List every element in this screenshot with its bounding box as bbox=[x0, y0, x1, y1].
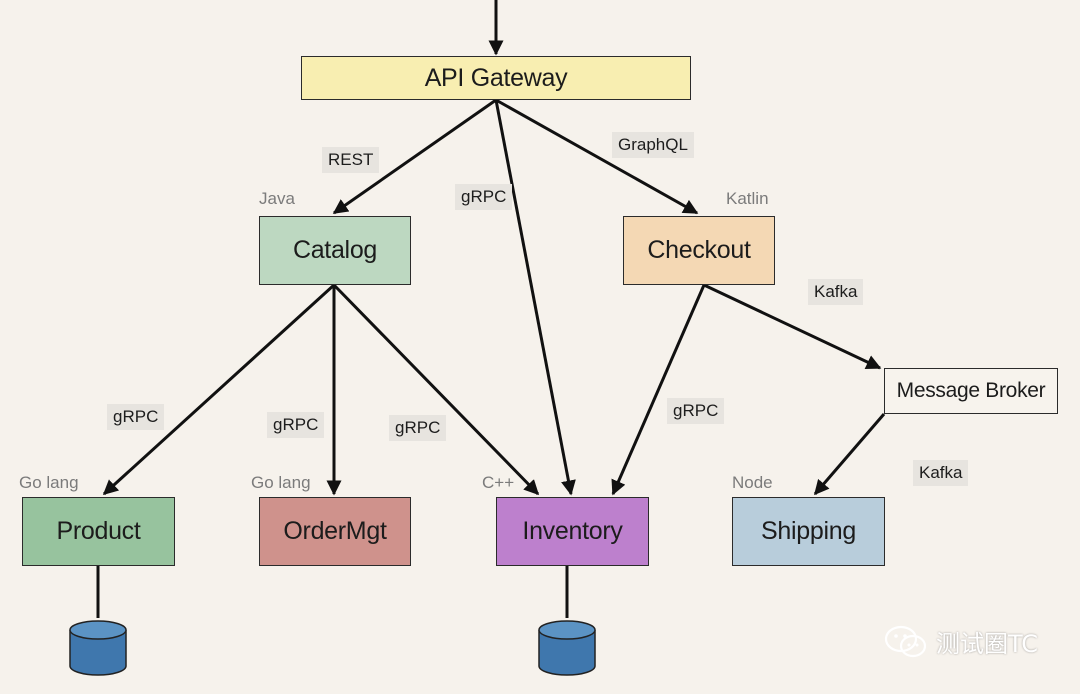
protocol-catalog-product: gRPC bbox=[107, 404, 165, 430]
node-product-label: Product bbox=[56, 517, 141, 545]
wechat-icon bbox=[884, 625, 927, 657]
node-checkout: Checkout bbox=[623, 216, 775, 285]
database-icon-product bbox=[69, 620, 127, 676]
node-inventory-label: Inventory bbox=[522, 517, 623, 545]
lang-checkout: Katlin bbox=[726, 189, 769, 208]
arrow-gateway-catalog bbox=[332, 98, 497, 215]
lang-product: Go lang bbox=[19, 473, 79, 492]
protocol-broker-shipping: Kafka bbox=[913, 460, 969, 486]
arrow-checkout-inventory bbox=[611, 284, 706, 496]
arrow-broker-shipping bbox=[813, 413, 886, 496]
database-icon-inventory bbox=[538, 620, 596, 676]
lang-shipping: Node bbox=[732, 473, 773, 492]
node-ordermgt-label: OrderMgt bbox=[283, 517, 387, 545]
lang-catalog: Java bbox=[259, 189, 295, 208]
node-inventory: Inventory bbox=[496, 497, 649, 566]
arrow-catalog-product bbox=[102, 283, 336, 496]
watermark: 测试圈TC bbox=[884, 624, 1038, 659]
protocol-gateway-inventory: gRPC bbox=[455, 184, 513, 210]
node-shipping-label: Shipping bbox=[761, 517, 856, 545]
protocol-catalog-inventory: gRPC bbox=[389, 415, 447, 441]
arrow-catalog-inventory bbox=[332, 283, 540, 496]
node-catalog: Catalog bbox=[259, 216, 411, 285]
node-product: Product bbox=[22, 497, 175, 566]
protocol-catalog-ordermgt: gRPC bbox=[267, 412, 325, 438]
arrow-gateway-inventory bbox=[494, 99, 576, 496]
node-message-broker-label: Message Broker bbox=[896, 379, 1046, 402]
lang-inventory: C++ bbox=[482, 473, 515, 492]
protocol-gateway-checkout: GraphQL bbox=[612, 132, 694, 158]
protocol-checkout-inventory: gRPC bbox=[667, 398, 725, 424]
node-shipping: Shipping bbox=[732, 497, 885, 566]
lang-ordermgt: Go lang bbox=[251, 473, 311, 492]
protocol-gateway-catalog: REST bbox=[322, 147, 380, 173]
node-api-gateway-label: API Gateway bbox=[424, 63, 568, 92]
watermark-text: 测试圈TC bbox=[936, 630, 1039, 658]
arrow-gateway-checkout bbox=[495, 98, 699, 215]
protocol-checkout-broker: Kafka bbox=[808, 279, 864, 305]
node-message-broker: Message Broker bbox=[884, 368, 1058, 414]
node-api-gateway: API Gateway bbox=[301, 56, 691, 100]
node-catalog-label: Catalog bbox=[292, 236, 378, 264]
node-ordermgt: OrderMgt bbox=[259, 497, 411, 566]
arrow-checkout-broker bbox=[703, 283, 882, 370]
node-checkout-label: Checkout bbox=[647, 236, 751, 264]
